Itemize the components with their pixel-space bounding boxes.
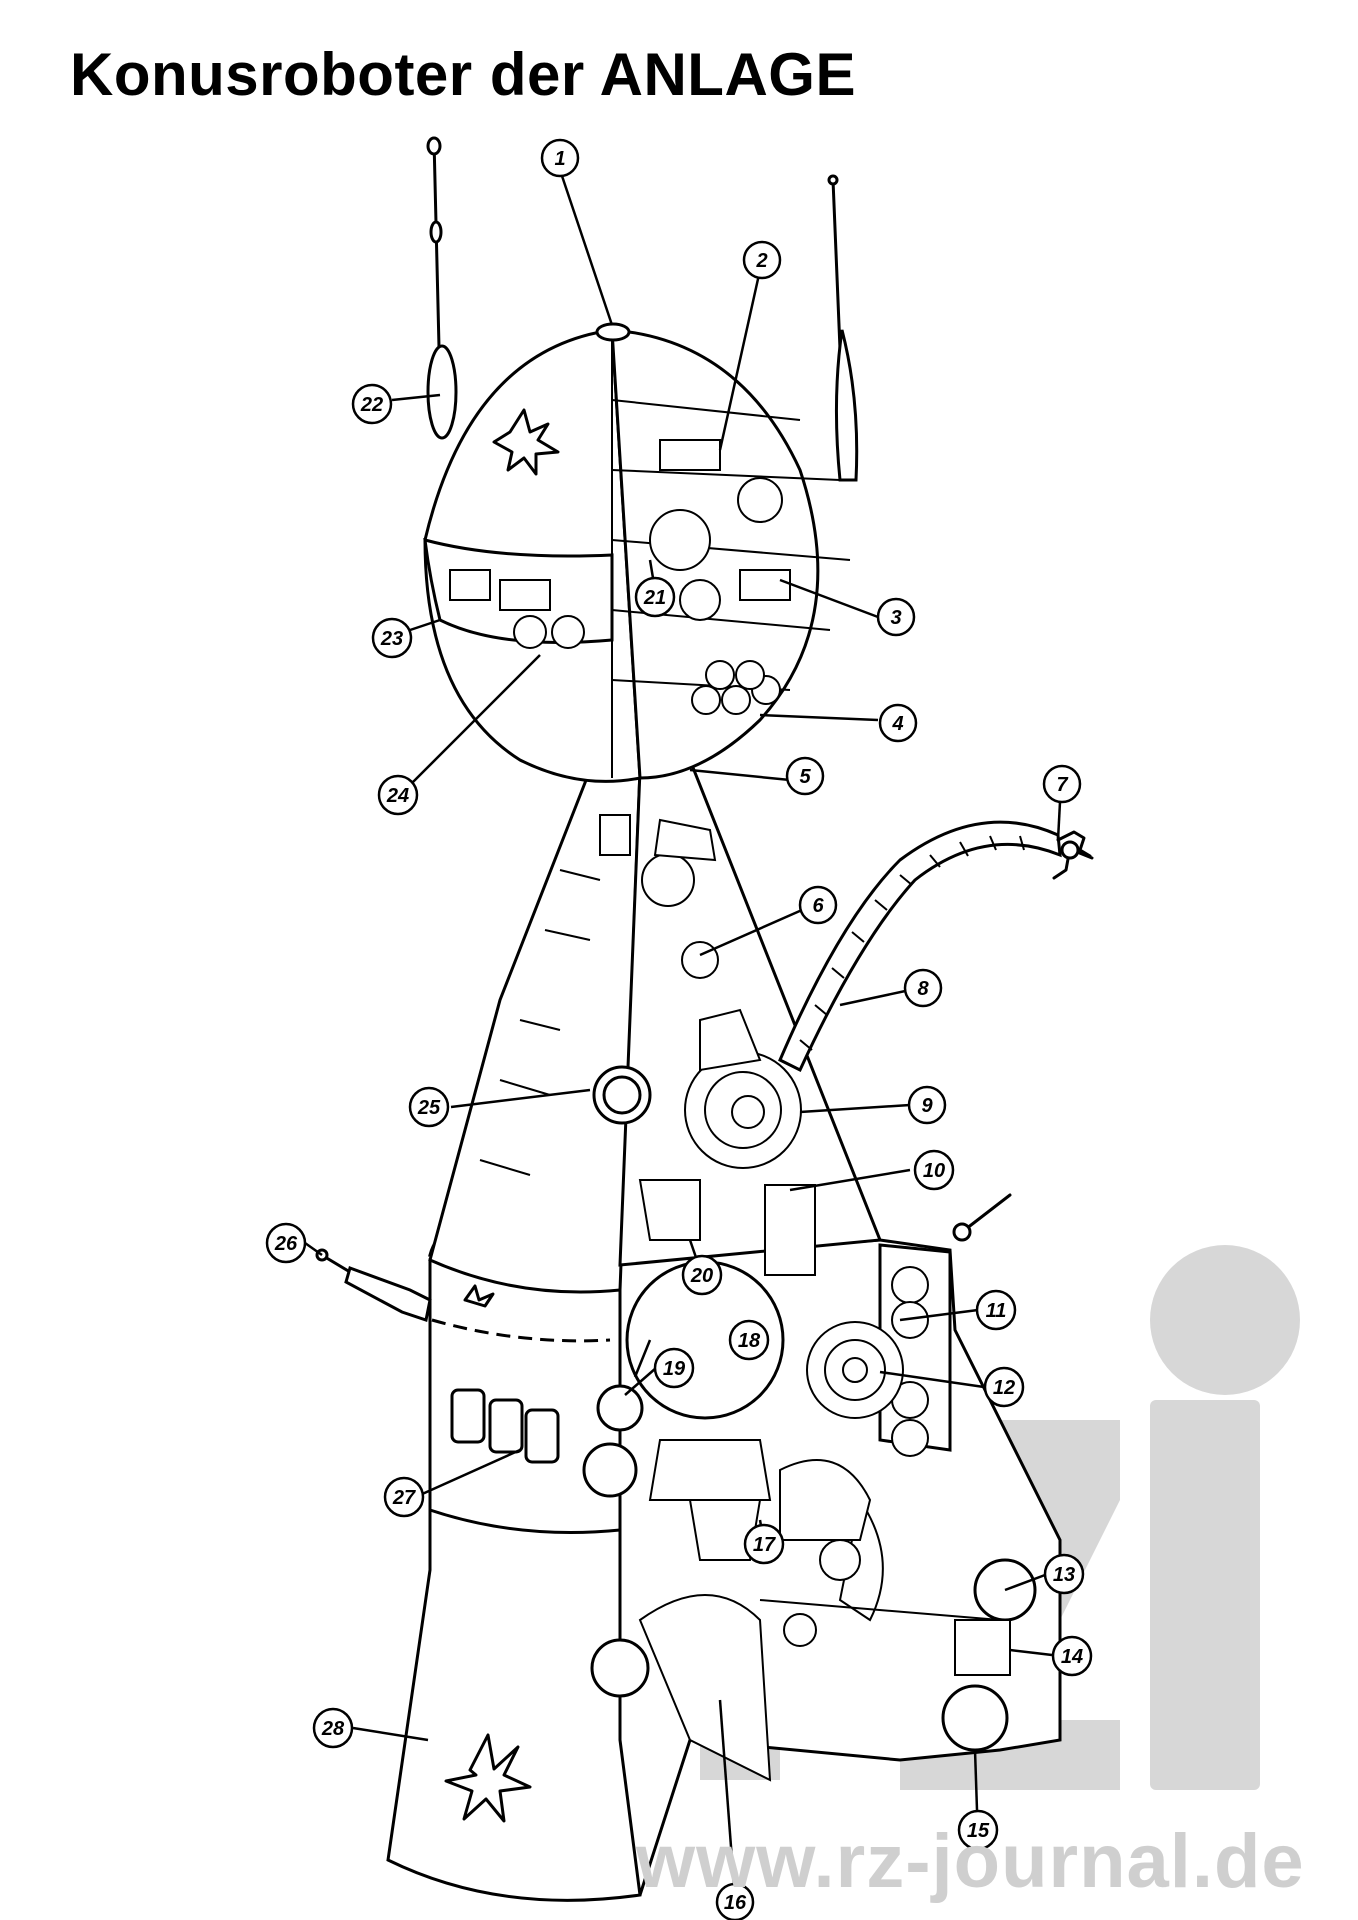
callout-6-number: 6	[812, 895, 824, 917]
watermark-url: www.rz-journal.de	[636, 1819, 1305, 1904]
callout-19-number: 19	[663, 1358, 686, 1380]
callout-1: 1	[540, 138, 580, 178]
callout-25: 25	[408, 1086, 450, 1128]
callout-26-number: 26	[274, 1233, 298, 1255]
callout-3: 3	[876, 597, 916, 637]
callout-12-number: 12	[993, 1377, 1015, 1399]
callout-12: 12	[983, 1366, 1025, 1408]
callout-17-number: 17	[753, 1534, 776, 1556]
callout-4: 4	[878, 703, 918, 743]
callout-2-number: 2	[755, 250, 767, 272]
callout-17: 17	[743, 1523, 785, 1565]
antenna-right	[827, 174, 859, 482]
callout-10: 10	[913, 1149, 955, 1191]
base-cutaway	[582, 1238, 1062, 1896]
callout-11: 11	[975, 1289, 1017, 1331]
callout-18-number: 18	[738, 1330, 761, 1352]
callout-28-number: 28	[321, 1718, 345, 1740]
robot-cone	[428, 758, 883, 1294]
callout-13: 13	[1043, 1553, 1085, 1595]
callout-20-number: 20	[690, 1265, 713, 1287]
callout-1-number: 1	[554, 148, 565, 170]
callout-16: 16	[715, 1882, 755, 1920]
callout-10-number: 10	[923, 1160, 945, 1182]
callout-23-number: 23	[380, 628, 403, 650]
callout-16-number: 16	[724, 1892, 747, 1914]
callout-14-number: 14	[1061, 1646, 1083, 1668]
callout-2: 2	[742, 240, 782, 280]
callout-27: 27	[383, 1476, 425, 1518]
callout-8-number: 8	[917, 978, 929, 1000]
leader-lines	[304, 169, 1062, 1901]
callout-27-number: 27	[392, 1487, 416, 1509]
callout-20: 20	[681, 1254, 723, 1296]
callout-25-number: 25	[417, 1097, 441, 1119]
callout-24-number: 24	[386, 785, 409, 807]
callout-9-number: 9	[921, 1095, 933, 1117]
callout-7: 7	[1042, 764, 1082, 804]
callout-23: 23	[371, 617, 413, 659]
callout-22: 22	[351, 383, 393, 425]
page-title: Konusroboter der ANLAGE	[70, 41, 856, 108]
callout-28: 28	[312, 1707, 354, 1749]
callout-13-number: 13	[1053, 1564, 1075, 1586]
robot-head	[423, 322, 851, 783]
callout-4-number: 4	[891, 713, 903, 735]
callout-5-number: 5	[799, 766, 811, 788]
callout-18: 18	[728, 1319, 770, 1361]
callout-15-number: 15	[967, 1820, 990, 1842]
callout-24: 24	[377, 774, 419, 816]
side-sensor	[952, 1193, 1012, 1242]
callout-6: 6	[798, 885, 838, 925]
callout-26: 26	[265, 1222, 307, 1264]
callout-11-number: 11	[986, 1300, 1007, 1322]
callout-21-number: 21	[643, 587, 666, 609]
callout-3-number: 3	[890, 607, 901, 629]
callout-22-number: 22	[360, 394, 383, 416]
gun-arm	[315, 1248, 432, 1322]
callout-14: 14	[1051, 1635, 1093, 1677]
antenna-left	[426, 136, 458, 440]
callout-19: 19	[653, 1347, 695, 1389]
callout-9: 9	[907, 1085, 947, 1125]
callout-5: 5	[785, 756, 825, 796]
tentacle-arm	[778, 820, 1094, 1073]
callout-15: 15	[957, 1809, 999, 1851]
callout-21: 21	[634, 576, 676, 618]
callout-8: 8	[903, 968, 943, 1008]
callout-7-number: 7	[1056, 774, 1068, 796]
